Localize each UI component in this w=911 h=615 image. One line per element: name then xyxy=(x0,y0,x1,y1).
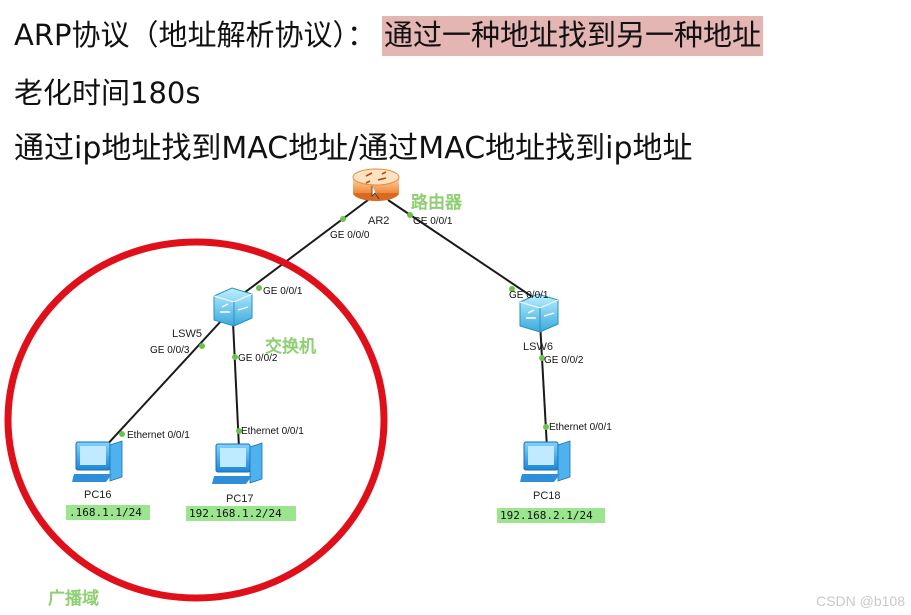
port-label-pc16: Ethernet 0/0/1 xyxy=(127,430,190,441)
port-dot-ar2-right xyxy=(407,212,413,218)
watermark: CSDN @b108 xyxy=(816,593,905,609)
broadcast-domain-circle xyxy=(4,238,388,602)
port-label-lsw6-up: GE 0/0/1 xyxy=(509,290,549,301)
port-label-lsw5-left: GE 0/0/3 xyxy=(150,345,190,356)
port-label-pc18: Ethernet 0/0/1 xyxy=(549,422,612,433)
switch-name-lsw6: LSW6 xyxy=(523,341,553,353)
port-label-ar2-right: GE 0/0/1 xyxy=(413,216,453,227)
ip-mac-resolution-text: 通过ip地址找到MAC地址/通过MAC地址找到ip地址 xyxy=(14,131,693,166)
port-label-ar2-left: GE 0/0/0 xyxy=(330,230,370,241)
port-dot-pc16 xyxy=(119,431,125,437)
ip-label-pc18: 192.168.2.1/24 xyxy=(500,509,593,522)
router-annotation: 路由器 xyxy=(411,192,463,213)
port-dot-pc17 xyxy=(236,428,242,434)
port-label-lsw5-down: GE 0/0/2 xyxy=(238,353,278,364)
title-line-arp: ARP协议（地址解析协议）：通过一种地址找到另一种地址 xyxy=(14,12,763,56)
port-dot-ar2-left xyxy=(340,216,346,222)
pc-name-pc18: PC18 xyxy=(533,490,561,502)
switch-icon-lsw5[interactable] xyxy=(213,287,253,327)
port-dot-lsw5-down xyxy=(232,354,238,360)
link-lsw5-pc16 xyxy=(103,319,223,449)
ip-label-pc17: 192.168.1.2/24 xyxy=(189,507,282,520)
switch-annotation: 交换机 xyxy=(265,336,316,357)
links xyxy=(103,199,548,449)
ip-label-bg-pc18 xyxy=(497,508,605,523)
port-dot-lsw5-left xyxy=(199,343,205,349)
pc-icon-pc16[interactable] xyxy=(72,440,123,482)
pc-name-pc17: PC17 xyxy=(226,493,254,505)
port-label-pc17: Ethernet 0/0/1 xyxy=(241,426,304,437)
arp-highlight-text: 通过一种地址找到另一种地址 xyxy=(381,16,763,56)
link-ar2-lsw6 xyxy=(387,199,541,303)
pc-icon-pc18[interactable] xyxy=(520,440,571,482)
ip-label-bg-pc16 xyxy=(66,505,150,520)
arp-definition-text: ARP协议（地址解析协议）： xyxy=(14,18,376,52)
link-lsw5-pc17 xyxy=(232,321,240,449)
port-label-lsw6-down: GE 0/0/2 xyxy=(544,355,584,366)
port-dot-lsw6-up xyxy=(509,286,515,292)
port-dot-pc18 xyxy=(543,424,549,430)
pc-icon-pc17[interactable] xyxy=(212,442,263,484)
switch-name-lsw5: LSW5 xyxy=(172,328,202,340)
aging-time-text: 老化时间180s xyxy=(14,76,201,110)
broadcast-domain-label: 广播域 xyxy=(48,588,99,609)
link-ar2-lsw5 xyxy=(231,199,369,303)
port-dots xyxy=(119,212,549,437)
ip-label-pc16: .168.1.1/24 xyxy=(69,506,142,519)
switch-icon-lsw6[interactable] xyxy=(519,293,559,333)
port-dot-lsw6-down xyxy=(539,355,545,361)
port-label-lsw5-up: GE 0/0/1 xyxy=(263,286,303,297)
pc-name-pc16: PC16 xyxy=(84,489,112,501)
router-name: AR2 xyxy=(368,215,389,227)
port-dot-lsw5-up xyxy=(256,285,262,291)
router-icon[interactable] xyxy=(352,168,400,201)
ip-label-bg-pc17 xyxy=(186,506,296,521)
